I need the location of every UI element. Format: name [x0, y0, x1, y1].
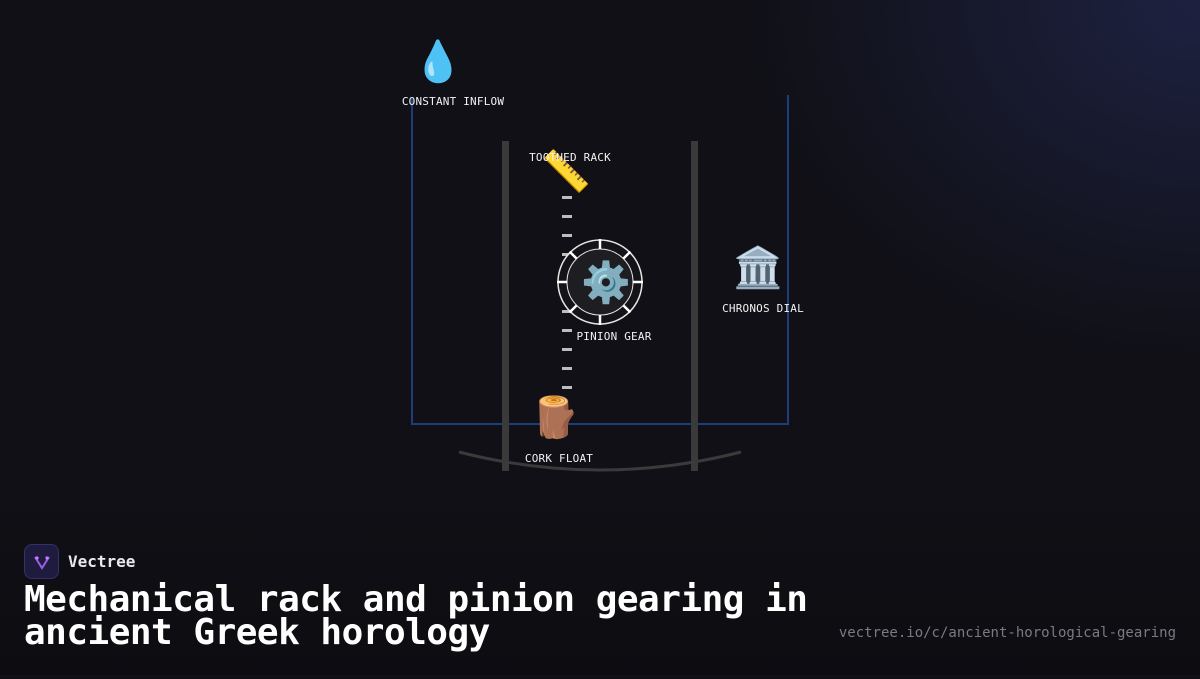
pinion-gear-wheel [557, 239, 643, 325]
water-tank-outline [411, 95, 789, 425]
source-url[interactable]: vectree.io/c/ancient-horological-gearing [838, 625, 1176, 641]
cork-float-label: CORK FLOAT [524, 452, 594, 465]
gear-tooth [622, 250, 632, 260]
rack-teeth [562, 196, 572, 389]
right-pillar [691, 141, 698, 471]
left-pillar [502, 141, 509, 471]
rack-tooth [562, 196, 572, 199]
constant-inflow-label: CONSTANT INFLOW [401, 95, 505, 108]
brand-name: Vectree [68, 552, 136, 571]
vectree-logo-icon [24, 544, 59, 579]
rack-tooth [562, 386, 572, 389]
brand: Vectree [24, 544, 135, 579]
base-arc [458, 450, 742, 472]
gear-icon: ⚙️ [581, 260, 631, 306]
toothed-rack-label: TOOTHED RACK [529, 151, 611, 164]
rack-tooth [562, 367, 572, 370]
rack-tooth [562, 310, 572, 313]
ruler-icon: 📏 [541, 149, 591, 195]
rack-tooth [562, 234, 572, 237]
gear-tooth [568, 250, 578, 260]
gear-tooth [622, 304, 632, 314]
rack-tooth [562, 253, 572, 256]
classical-building-icon: 🏛️ [733, 245, 783, 291]
pinion-gear-label: PINION GEAR [576, 330, 652, 343]
rack-tooth [562, 215, 572, 218]
rack-tooth [562, 329, 572, 332]
gear-tooth [568, 304, 578, 314]
page-title: Mechanical rack and pinion gearing in an… [24, 579, 808, 653]
chronos-dial-label: CHRONOS DIAL [722, 302, 804, 315]
water-drop-icon: 💧 [413, 39, 463, 85]
wood-log-icon: 🪵 [530, 395, 580, 441]
rack-tooth [562, 348, 572, 351]
